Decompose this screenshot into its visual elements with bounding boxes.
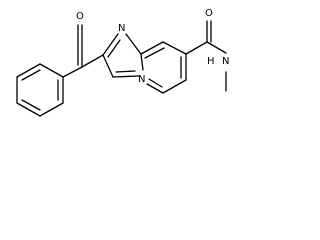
phenyl-double-1	[21, 69, 41, 81]
c2-n1-bond	[102, 33, 119, 56]
phenyl-bond-4	[39, 102, 64, 117]
c3-n4-double	[115, 70, 136, 73]
c6-c5-bond	[162, 79, 187, 94]
c8a-c8-double	[144, 47, 165, 59]
phenyl-double-3	[21, 99, 41, 111]
carbonyl-c2-bond	[81, 54, 104, 68]
molecule-diagram: O N N O N H	[0, 0, 255, 128]
structure-drawing: O N N O N H	[16, 8, 229, 117]
phenyl-carbonyl-bond	[62, 66, 83, 78]
phenyl-bond-2	[39, 63, 64, 78]
phenyl-bond-1	[16, 63, 41, 78]
n1-c8a-bond	[125, 33, 142, 55]
c6-amide-carbon-bond	[185, 41, 208, 55]
bridgehead-nitrogen-label: N	[138, 74, 145, 85]
phenyl-bond-5	[16, 102, 41, 117]
amide-oxygen-label: O	[205, 8, 213, 19]
c8a-c8-bond	[140, 41, 164, 55]
atom-labels: O N N O N H	[76, 8, 229, 85]
c2-n1-double	[107, 39, 121, 58]
c5-n4-bond	[146, 83, 164, 94]
c3-n4-bond	[112, 75, 140, 78]
amide-nitrogen-label: N	[222, 56, 229, 67]
bonds	[16, 20, 227, 117]
imidazole-nitrogen-label: N	[118, 23, 125, 34]
c2-c3-bond	[102, 54, 114, 78]
amide-hydrogen-label: H	[207, 56, 215, 67]
n4-c8a-bond	[140, 53, 144, 71]
c8-c7-bond	[162, 41, 187, 55]
ketone-oxygen-label: O	[76, 11, 84, 22]
amide-cn-bond	[206, 41, 227, 54]
c5-n4-double	[148, 78, 163, 88]
